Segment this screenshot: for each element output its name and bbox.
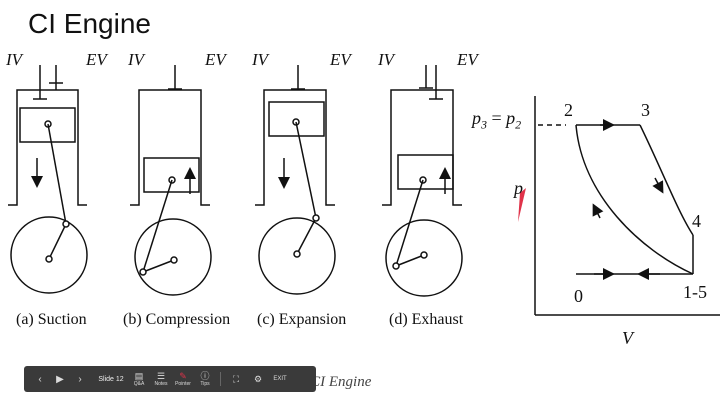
slide-title: CI Engine [28,8,151,39]
intake-valve-label-d: IV [378,50,395,69]
intake-valve-label-a: IV [6,50,23,69]
fullscreen-button[interactable]: ⛶ [225,366,247,392]
cylinder-suction [8,65,88,294]
play-button[interactable]: ▶ [56,373,64,385]
presenter-toolbar: ‹ ▶ › Slide 12 ▤ Q&A ☰ Notes ✎ Pointer ⓘ… [24,366,316,392]
qa-button[interactable]: ▤ Q&A [133,371,145,387]
toolbar-divider [220,372,221,386]
pressure-equality-label: p3 = p2 [472,108,522,132]
info-icon: ⓘ [200,371,210,381]
chat-icon: ▤ [134,371,144,381]
settings-button[interactable]: ⚙ [247,366,269,392]
pv-point-0: 0 [574,286,583,306]
intake-valve-label-c: IV [252,50,269,69]
pv-point-4: 4 [692,211,701,231]
notes-icon: ☰ [156,371,166,381]
exit-button[interactable]: EXIT [273,376,287,382]
caption-expansion: (c) Expansion [257,311,347,328]
tips-button[interactable]: ⓘ Tips [200,371,210,387]
caption-suction: (a) Suction [16,311,87,328]
pv-point-1-5: 1-5 [683,282,707,302]
notes-button[interactable]: ☰ Notes [154,371,168,387]
caption-exhaust: (d) Exhaust [389,311,464,328]
next-slide-button[interactable]: › [78,373,82,385]
exhaust-valve-label-c: EV [330,50,351,69]
pv-y-axis-label: p [514,178,523,198]
pv-point-3: 3 [641,100,650,120]
exhaust-valve-label-d: EV [457,50,478,69]
pointer-button[interactable]: ✎ Pointer [175,371,191,387]
exhaust-valve-label-a: EV [86,50,107,69]
pv-diagram-axes [534,96,720,316]
gear-icon: ⚙ [253,374,263,384]
previous-slide-button[interactable]: ‹ [38,373,42,385]
pv-x-axis-label: V [622,328,633,348]
exhaust-valve-label-b: EV [205,50,226,69]
pen-icon: ✎ [179,371,187,381]
laser-pointer-mark [518,188,526,222]
cylinder-expansion [255,65,336,295]
cylinder-compression [130,65,212,296]
caption-compression: (b) Compression [123,311,231,328]
slide-number[interactable]: Slide 12 [98,375,124,383]
pv-diagram-cycle [538,119,694,280]
fullscreen-icon: ⛶ [232,374,240,384]
cylinder-exhaust [382,65,463,297]
pv-point-2: 2 [564,100,573,120]
intake-valve-label-b: IV [128,50,145,69]
